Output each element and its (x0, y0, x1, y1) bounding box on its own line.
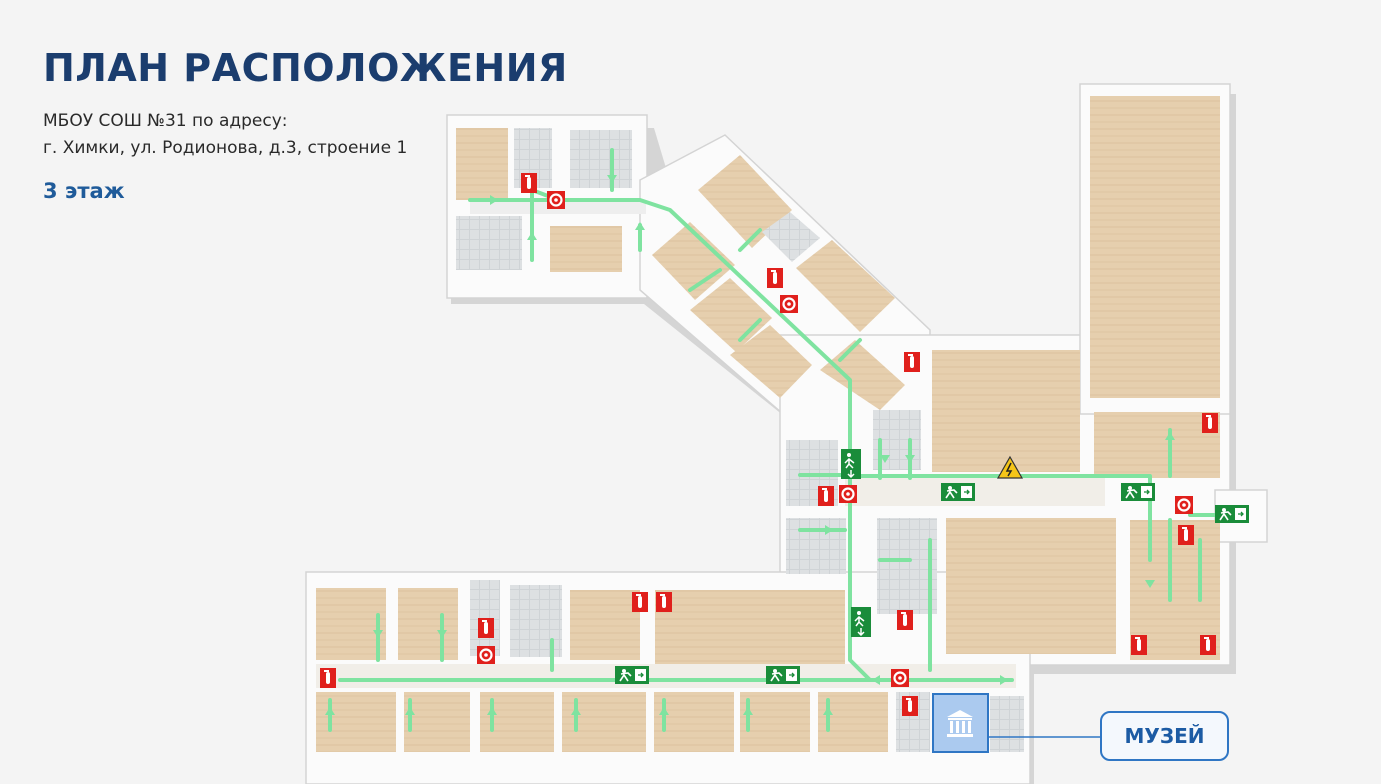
fire-hydrant-icon (778, 293, 800, 315)
fire-hydrant-icon (475, 644, 497, 666)
fire-extinguisher-icon (478, 618, 494, 638)
fire-extinguisher-icon (1202, 413, 1218, 433)
page-title: ПЛАН РАСПОЛОЖЕНИЯ (43, 46, 568, 90)
fire-extinguisher-icon (632, 592, 648, 612)
fire-extinguisher-icon (1178, 525, 1194, 545)
museum-icon (947, 710, 973, 737)
fire-hydrant-icon (545, 189, 567, 211)
address-block: МБОУ СОШ №31 по адресу: г. Химки, ул. Ро… (43, 108, 407, 162)
fire-extinguisher-icon (1200, 635, 1216, 655)
emergency-exit-icon (765, 665, 801, 685)
fire-extinguisher-icon (897, 610, 913, 630)
museum-label[interactable]: МУЗЕЙ (1100, 711, 1229, 761)
museum-room[interactable] (932, 693, 1100, 753)
emergency-exit-icon (940, 482, 976, 502)
emergency-exit-icon (840, 448, 862, 480)
emergency-exit-icon (1214, 504, 1250, 524)
emergency-exit-icon (614, 665, 650, 685)
floor-label: 3 этаж (43, 179, 125, 203)
fire-hydrant-icon (837, 483, 859, 505)
fire-extinguisher-icon (767, 268, 783, 288)
fire-hydrant-icon (1173, 494, 1195, 516)
fire-extinguisher-icon (521, 173, 537, 193)
emergency-exit-icon (1120, 482, 1156, 502)
high-voltage-icon (996, 455, 1024, 479)
fire-extinguisher-icon (902, 696, 918, 716)
fire-extinguisher-icon (818, 486, 834, 506)
fire-extinguisher-icon (656, 592, 672, 612)
fire-extinguisher-icon (320, 668, 336, 688)
fire-hydrant-icon (889, 667, 911, 689)
fire-extinguisher-icon (904, 352, 920, 372)
route-arrowheads (325, 175, 1175, 715)
fire-extinguisher-icon (1131, 635, 1147, 655)
emergency-exit-icon (850, 606, 872, 638)
address-line-2: г. Химки, ул. Родионова, д.3, строение 1 (43, 138, 408, 158)
address-line-1: МБОУ СОШ №31 по адресу: (43, 111, 288, 131)
